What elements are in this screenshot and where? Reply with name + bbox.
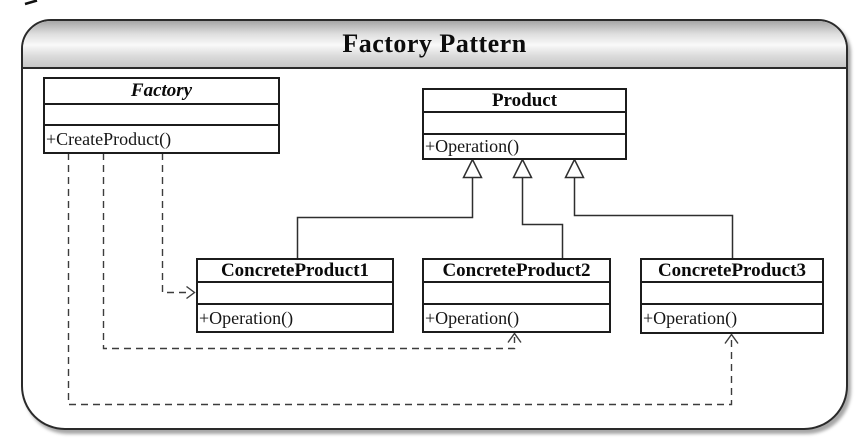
- class-methods-concreteproduct1: +Operation(): [199, 307, 294, 328]
- class-name-concreteproduct1: ConcreteProduct1: [198, 260, 392, 283]
- generalization-concreteproduct3-product: [564, 157, 734, 258]
- panel-header: Factory Pattern: [23, 21, 846, 69]
- hollow-triangle-arrowhead: [462, 157, 483, 179]
- dependency-line: [67, 153, 733, 406]
- class-methods-concreteproduct3: +Operation(): [643, 308, 738, 328]
- open-arrowhead: [724, 333, 739, 344]
- dependency-factory-concreteproduct3: [67, 153, 739, 406]
- class-box-factory: Factory +CreateProduct(): [43, 77, 280, 154]
- class-attributes-factory: [45, 105, 278, 126]
- class-box-product: Product +Operation(): [422, 88, 627, 160]
- hollow-triangle-arrowhead: [512, 157, 533, 179]
- dependency-factory-concreteproduct1: [161, 153, 196, 300]
- dependency-line: [161, 153, 188, 294]
- class-name-factory: Factory: [45, 79, 278, 105]
- class-box-concreteproduct1: ConcreteProduct1 +Operation(): [196, 258, 394, 333]
- scan-artifact-mark: [24, 0, 38, 6]
- class-attributes-concreteproduct3: [642, 283, 822, 305]
- generalization-line: [573, 177, 734, 258]
- generalization-concreteproduct1-product: [296, 157, 483, 258]
- open-arrowhead: [507, 332, 522, 343]
- class-attributes-concreteproduct2: [424, 283, 609, 305]
- hollow-triangle-arrowhead: [564, 157, 585, 179]
- class-name-concreteproduct3: ConcreteProduct3: [642, 260, 822, 283]
- class-name-product: Product: [424, 90, 625, 113]
- diagram-title: Factory Pattern: [342, 29, 527, 58]
- class-methods-product: +Operation(): [425, 136, 520, 156]
- class-box-concreteproduct2: ConcreteProduct2 +Operation(): [422, 258, 611, 333]
- class-attributes-concreteproduct1: [198, 283, 392, 305]
- dependency-factory-concreteproduct2: [102, 153, 522, 350]
- dependency-line: [102, 153, 516, 350]
- generalization-line: [296, 177, 474, 258]
- generalization-concreteproduct2-product: [512, 157, 564, 258]
- class-methods-concreteproduct2: +Operation(): [425, 307, 520, 328]
- open-arrowhead: [186, 285, 196, 300]
- class-methods-factory: +CreateProduct(): [46, 128, 172, 149]
- generalization-line: [521, 177, 564, 258]
- class-box-concreteproduct3: ConcreteProduct3 +Operation(): [640, 258, 824, 334]
- class-name-concreteproduct2: ConcreteProduct2: [424, 260, 609, 283]
- class-attributes-product: [424, 113, 625, 135]
